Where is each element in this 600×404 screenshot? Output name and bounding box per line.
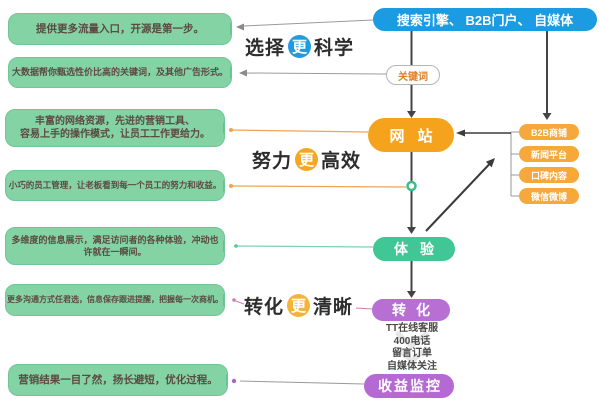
slogan-circle: 更 xyxy=(288,35,312,58)
slogan-work-efficient: 努力 更 高效 xyxy=(252,146,361,173)
note-text: 多维度的信息展示，满足访问者的各种体验，冲动也 xyxy=(11,234,219,245)
dot-note5 xyxy=(234,244,238,248)
line-note4-flow xyxy=(228,185,407,188)
dot-note6 xyxy=(232,298,236,302)
note-result-overview: 营销结果一目了然，扬长避短，优化过程。 xyxy=(8,364,228,396)
slogan-conversion-clear: 转化 更 清晰 xyxy=(244,292,353,319)
note-keyword-selection: 大数据帮你甄选性价比高的关键词，及其他广告形式。 xyxy=(8,57,232,88)
note-pointer xyxy=(223,240,224,252)
line-note3-website xyxy=(228,129,369,133)
note-info-display: 多维度的信息展示，满足访问者的各种体验，冲动也 许就在一瞬间。 xyxy=(5,227,225,265)
chevron-watermark-icon xyxy=(395,346,429,364)
slogan-prefix: 选择 xyxy=(245,38,286,59)
node-conversion-label: 转化 xyxy=(392,302,440,318)
note-text: 更多沟通方式任君选，信息保存跟进提醒，把握每一次商机。 xyxy=(7,294,223,304)
note-text: 丰富的网络资源，先进的营销工具、 xyxy=(35,115,195,127)
dot-note7 xyxy=(231,378,237,384)
slogan-choose-smarter: 选择 更 科学 xyxy=(245,33,354,60)
line-note7-monitor xyxy=(239,380,365,385)
node-keyword: 关键词 xyxy=(386,65,440,85)
note-pointer xyxy=(230,66,231,79)
note-pointer xyxy=(223,122,224,134)
note-pointer xyxy=(223,294,224,306)
node-traffic-sources: 搜索引擎、 B2B门户、 自媒体 xyxy=(373,8,597,31)
method-item: TT在线客服 xyxy=(385,323,439,334)
note-pointer xyxy=(226,374,227,386)
note-text: 许就在一瞬间。 xyxy=(83,247,147,257)
line-experience-channels xyxy=(425,163,490,232)
node-revenue-monitor-label: 收益监控 xyxy=(378,378,442,394)
arrow-into-conversion xyxy=(407,291,416,298)
note-staff-management: 小巧的员工管理，让老板看到每一个员工的努力和收益。 xyxy=(5,170,225,201)
arrow-diagonal xyxy=(485,158,495,168)
conversion-methods-list: TT在线客服 400电话 留言订单 自媒体关注 xyxy=(352,323,472,373)
method-item: 400电话 xyxy=(393,335,431,347)
flow-node-dot xyxy=(406,180,417,192)
node-experience-label: 体验 xyxy=(394,241,446,257)
slogan-suffix: 清晰 xyxy=(313,297,354,318)
method-item: 自媒体关注 xyxy=(387,360,437,372)
note-pointer xyxy=(223,179,224,192)
node-revenue-monitor: 收益监控 xyxy=(364,374,454,398)
line-note6-conversion xyxy=(355,307,373,310)
slogan-circle: 更 xyxy=(287,294,311,317)
note-text: 提供更多流量入口，开源是第一步。 xyxy=(36,22,204,35)
arrow-into-website xyxy=(407,111,416,118)
note-pointer xyxy=(230,23,231,35)
arrow-into-channels xyxy=(542,113,552,120)
note-communication: 更多沟通方式任君选，信息保存跟进提醒，把握每一次商机。 xyxy=(5,284,225,316)
arrow-to-note1 xyxy=(236,23,244,31)
note-text: 营销结果一目了然，扬长避短，优化过程。 xyxy=(18,373,218,386)
arrow-to-note2 xyxy=(239,69,247,77)
channel-news-platform: 新闻平台 xyxy=(519,146,579,162)
arrow-into-experience xyxy=(407,227,416,234)
slogan-prefix: 努力 xyxy=(252,151,293,172)
note-network-resources: 丰富的网络资源，先进的营销工具、 容易上手的操作模式，让员工工作更给力。 xyxy=(5,109,225,147)
note-text: 小巧的员工管理，让老板看到每一个员工的努力和收益。 xyxy=(8,179,222,190)
note-traffic-entry: 提供更多流量入口，开源是第一步。 xyxy=(8,13,232,45)
channel-b2b-shop: B2B商铺 xyxy=(519,124,579,140)
node-website-label: 网站 xyxy=(389,127,446,145)
node-website: 网站 xyxy=(368,118,454,152)
dot-note3 xyxy=(229,128,233,132)
arrow-into-website-right xyxy=(456,129,465,137)
slogan-circle: 更 xyxy=(295,148,319,171)
slogan-suffix: 科学 xyxy=(314,38,355,59)
node-experience: 体验 xyxy=(373,237,455,261)
note-text: 容易上手的操作模式，让员工工作更给力。 xyxy=(20,129,210,140)
node-conversion: 转化 xyxy=(372,299,450,321)
slogan-prefix: 转化 xyxy=(244,297,285,318)
channel-wechat-weibo: 微信微博 xyxy=(519,188,579,204)
slogan-suffix: 高效 xyxy=(321,151,362,172)
chevron-watermark-icon xyxy=(395,331,429,349)
line-note2-keyword xyxy=(245,72,388,75)
channel-reputation-content: 口碑内容 xyxy=(519,167,579,183)
note-text: 大数据帮你甄选性价比高的关键词，及其他广告形式。 xyxy=(12,67,229,78)
line-note1-sources xyxy=(242,19,374,27)
method-item: 留言订单 xyxy=(392,348,432,359)
dot-note4 xyxy=(229,184,233,188)
line-note5-experience xyxy=(233,245,374,248)
